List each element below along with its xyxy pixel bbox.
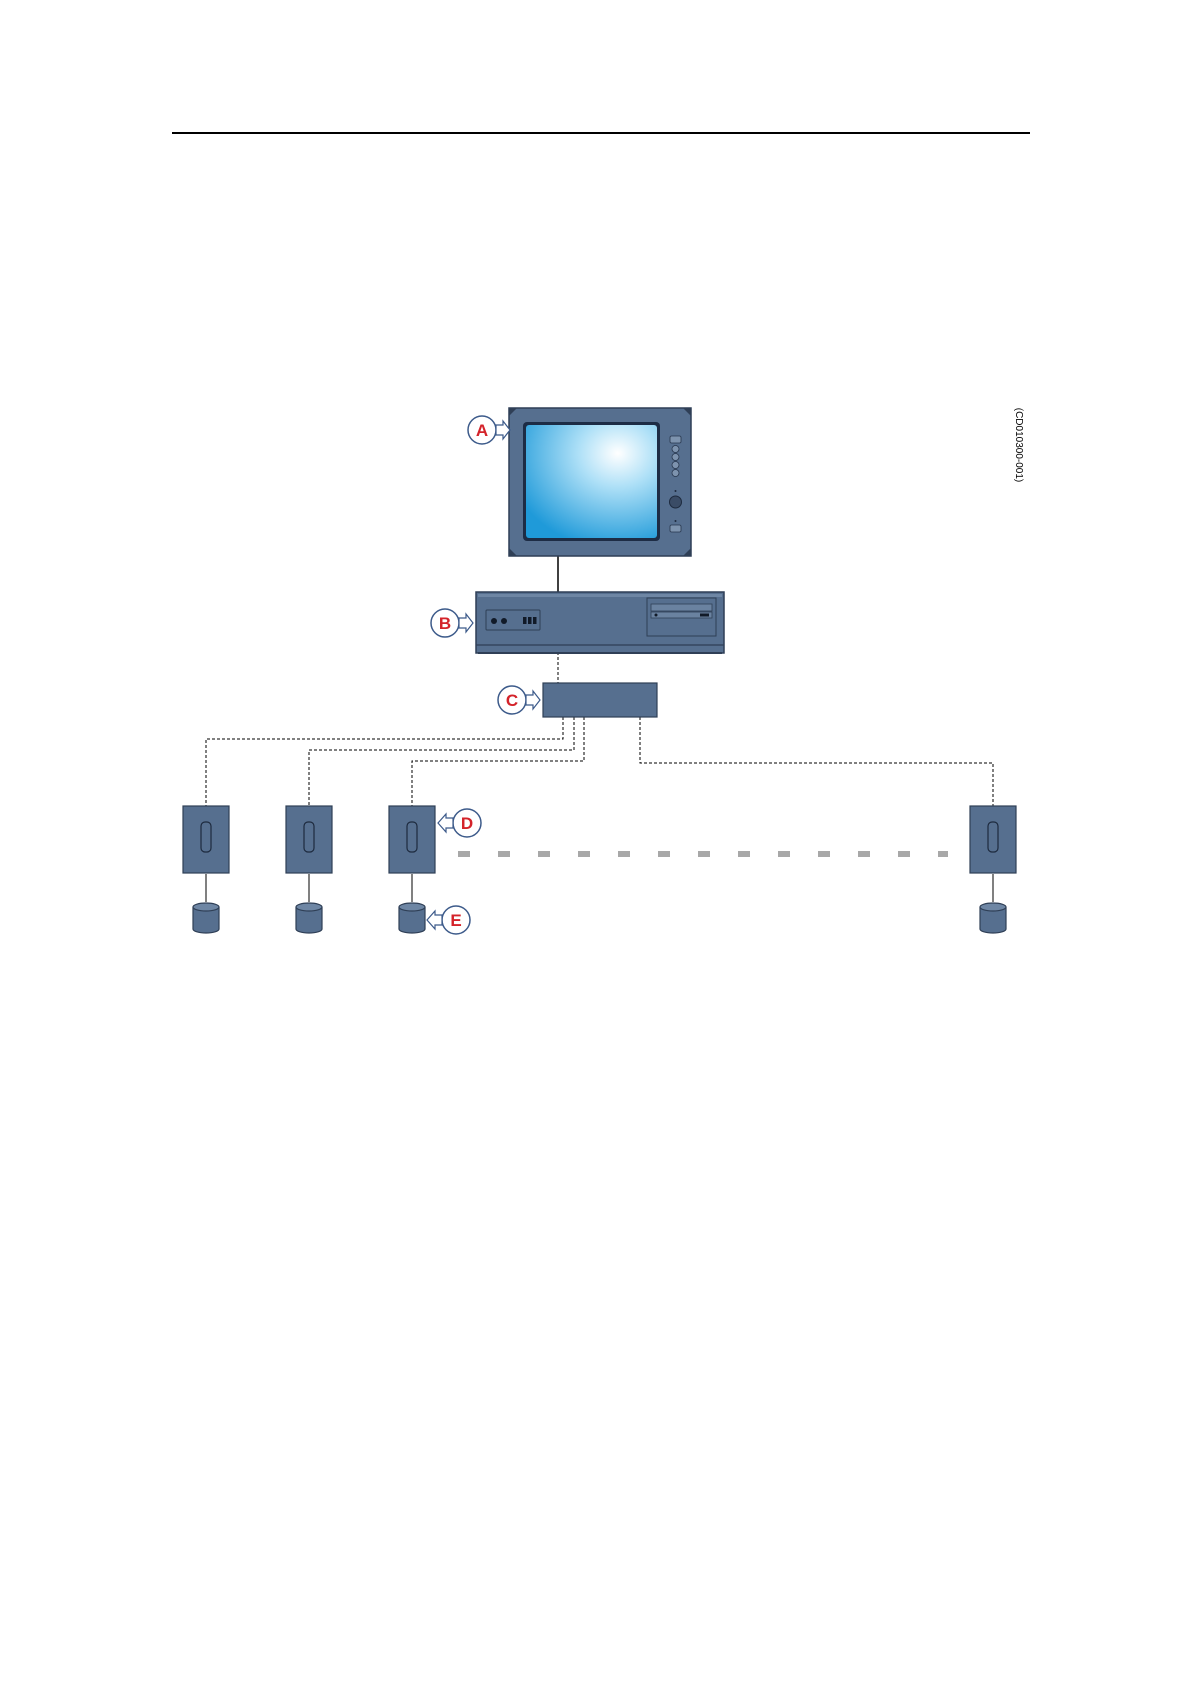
- monitor-button: [672, 462, 679, 469]
- monitor-knob: [670, 496, 682, 508]
- monitor-button: [672, 446, 679, 453]
- callout-d: D: [438, 809, 481, 837]
- transceiver-unit-icon: [389, 806, 435, 873]
- figure-id: (CD010300-001): [1013, 408, 1024, 483]
- led-indicator: [501, 618, 507, 624]
- callout-d-label: D: [461, 814, 473, 833]
- callout-b: B: [431, 609, 473, 637]
- callout-a: A: [468, 416, 510, 444]
- transducer-icon: [980, 903, 1006, 933]
- transceiver-unit-icon: [183, 806, 229, 873]
- transducer-icon: [296, 903, 322, 933]
- computer-unit-icon: [476, 592, 724, 654]
- callout-c-label: C: [506, 691, 518, 710]
- monitor-power-button: [670, 525, 681, 532]
- switch-to-transceiver-3-cable: [412, 717, 584, 806]
- led-indicator: [491, 618, 497, 624]
- monitor-icon: [509, 408, 691, 556]
- monitor-button: [672, 470, 679, 477]
- callout-a-label: A: [476, 421, 488, 440]
- callout-c: C: [498, 686, 540, 714]
- switch-to-transceiver-1-cable: [206, 717, 563, 806]
- transceiver-unit-icon: [970, 806, 1016, 873]
- network-switch-icon: [543, 683, 657, 717]
- callout-b-label: B: [439, 614, 451, 633]
- switch-to-transceiver-n-cable: [640, 717, 993, 806]
- monitor-button: [672, 454, 679, 461]
- transceiver-unit-icon: [286, 806, 332, 873]
- monitor-button: [670, 436, 681, 443]
- callout-e: E: [427, 906, 470, 934]
- transducer-icon: [399, 903, 425, 933]
- transducer-icon: [193, 903, 219, 933]
- callout-e-label: E: [450, 911, 461, 930]
